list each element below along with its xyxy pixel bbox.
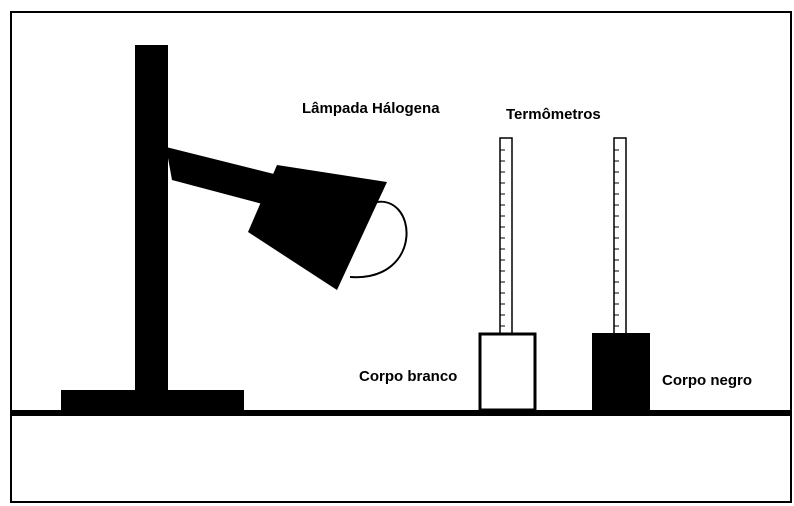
thermometers-label: Termômetros — [506, 106, 601, 123]
thermometer-left — [499, 137, 513, 337]
table-surface — [10, 410, 792, 416]
black-body — [592, 333, 650, 411]
white-body-label: Corpo branco — [359, 368, 457, 385]
halogen-bulb — [349, 200, 408, 279]
diagram-frame — [10, 11, 792, 503]
lamp-base — [61, 390, 244, 412]
lamp-pole — [135, 45, 168, 393]
lamp-label: Lâmpada Hálogena — [302, 100, 440, 117]
lamp-arm — [166, 147, 290, 210]
white-body — [478, 332, 537, 412]
black-body-label: Corpo negro — [662, 372, 752, 389]
lamp-shade — [248, 165, 387, 290]
thermometer-right — [613, 137, 627, 337]
